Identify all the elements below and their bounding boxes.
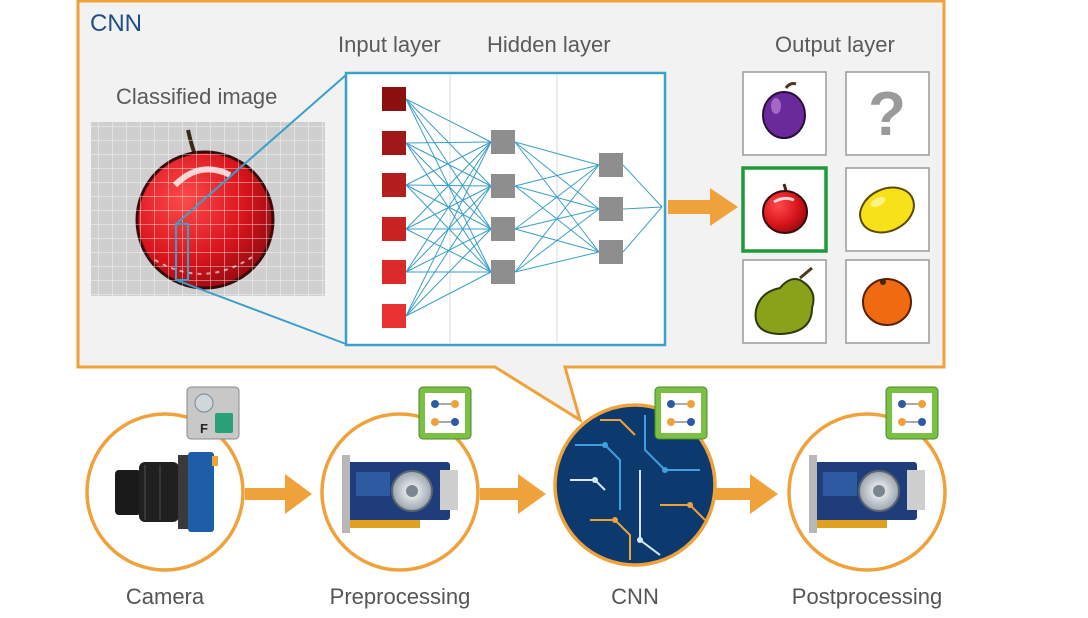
camera-badge-letter: F [200,421,208,436]
connection-hidden-hidden [514,164,600,273]
hidden-node [599,197,623,221]
arrow-cnn-to-postprocessing [715,474,778,514]
hidden-node [491,130,515,154]
connection-hidden-hidden [514,251,600,273]
postprocessing-badge-icon [885,386,939,440]
cnn-stage [553,386,717,567]
connection-input-hidden [405,142,492,187]
hidden-node [599,240,623,264]
preprocessing-stage [320,386,480,572]
connection-input-hidden [405,185,492,317]
output-grid: ? [741,71,930,344]
unknown-icon: ? [868,80,906,149]
connection-hidden-hidden [514,164,600,230]
camera-caption: Camera [125,584,205,609]
cnn-caption: CNN [611,584,659,609]
input-node [382,87,406,111]
output-layer-label: Output layer [775,32,895,57]
connection-input-hidden [405,271,492,317]
input-node [382,260,406,284]
circuit-board-icon [570,415,706,560]
pear-icon [754,266,815,336]
orange-icon [862,278,912,326]
classified-image-label: Classified image [116,84,278,109]
input-layer-label: Input layer [338,32,441,57]
connection-hidden-output [622,206,663,253]
connection-hidden-hidden [514,141,600,166]
network-nodes [382,87,623,328]
connection-input-hidden [405,141,492,186]
postprocessing-caption: Postprocessing [791,584,943,609]
preprocessing-badge-icon [418,386,472,440]
apple-icon [762,183,808,234]
cnn-title: CNN [90,10,142,37]
hidden-layer-label: Hidden layer [487,32,611,57]
hidden-node [491,174,515,198]
preprocessing-card-icon [342,455,458,533]
connection-input-hidden [405,141,492,273]
connection-hidden-hidden [514,164,600,187]
network-connections [405,98,663,317]
hidden-node [491,260,515,284]
camera-stage: F [85,386,245,572]
preprocessing-caption: Preprocessing [329,584,471,609]
hidden-node [491,217,515,241]
camera-icon [115,452,218,532]
connection-input-hidden [405,228,492,317]
cnn-badge-icon [654,386,708,440]
input-node [382,304,406,328]
hidden-node [599,153,623,177]
arrow-preprocessing-to-cnn [480,474,546,514]
connection-hidden-output [622,164,663,208]
input-node [382,217,406,241]
lemon-icon [859,186,915,234]
receptive-field [175,223,189,281]
plum-icon [762,82,806,139]
arrow-camera-to-preprocessing [245,474,312,514]
connection-input-hidden [405,98,492,143]
connection-input-hidden [405,141,492,317]
camera-badge-icon: F [186,386,240,440]
postprocessing-card-icon [809,455,925,533]
input-node [382,131,406,155]
classified-image [91,74,347,345]
output-arrow [668,188,738,226]
connection-hidden-output [622,206,663,210]
unknown-mark: ? [868,80,906,149]
input-node [382,173,406,197]
connection-input-hidden [405,141,492,144]
postprocessing-stage [787,386,947,572]
connection-hidden-hidden [514,208,600,273]
connection-input-hidden [405,141,492,230]
